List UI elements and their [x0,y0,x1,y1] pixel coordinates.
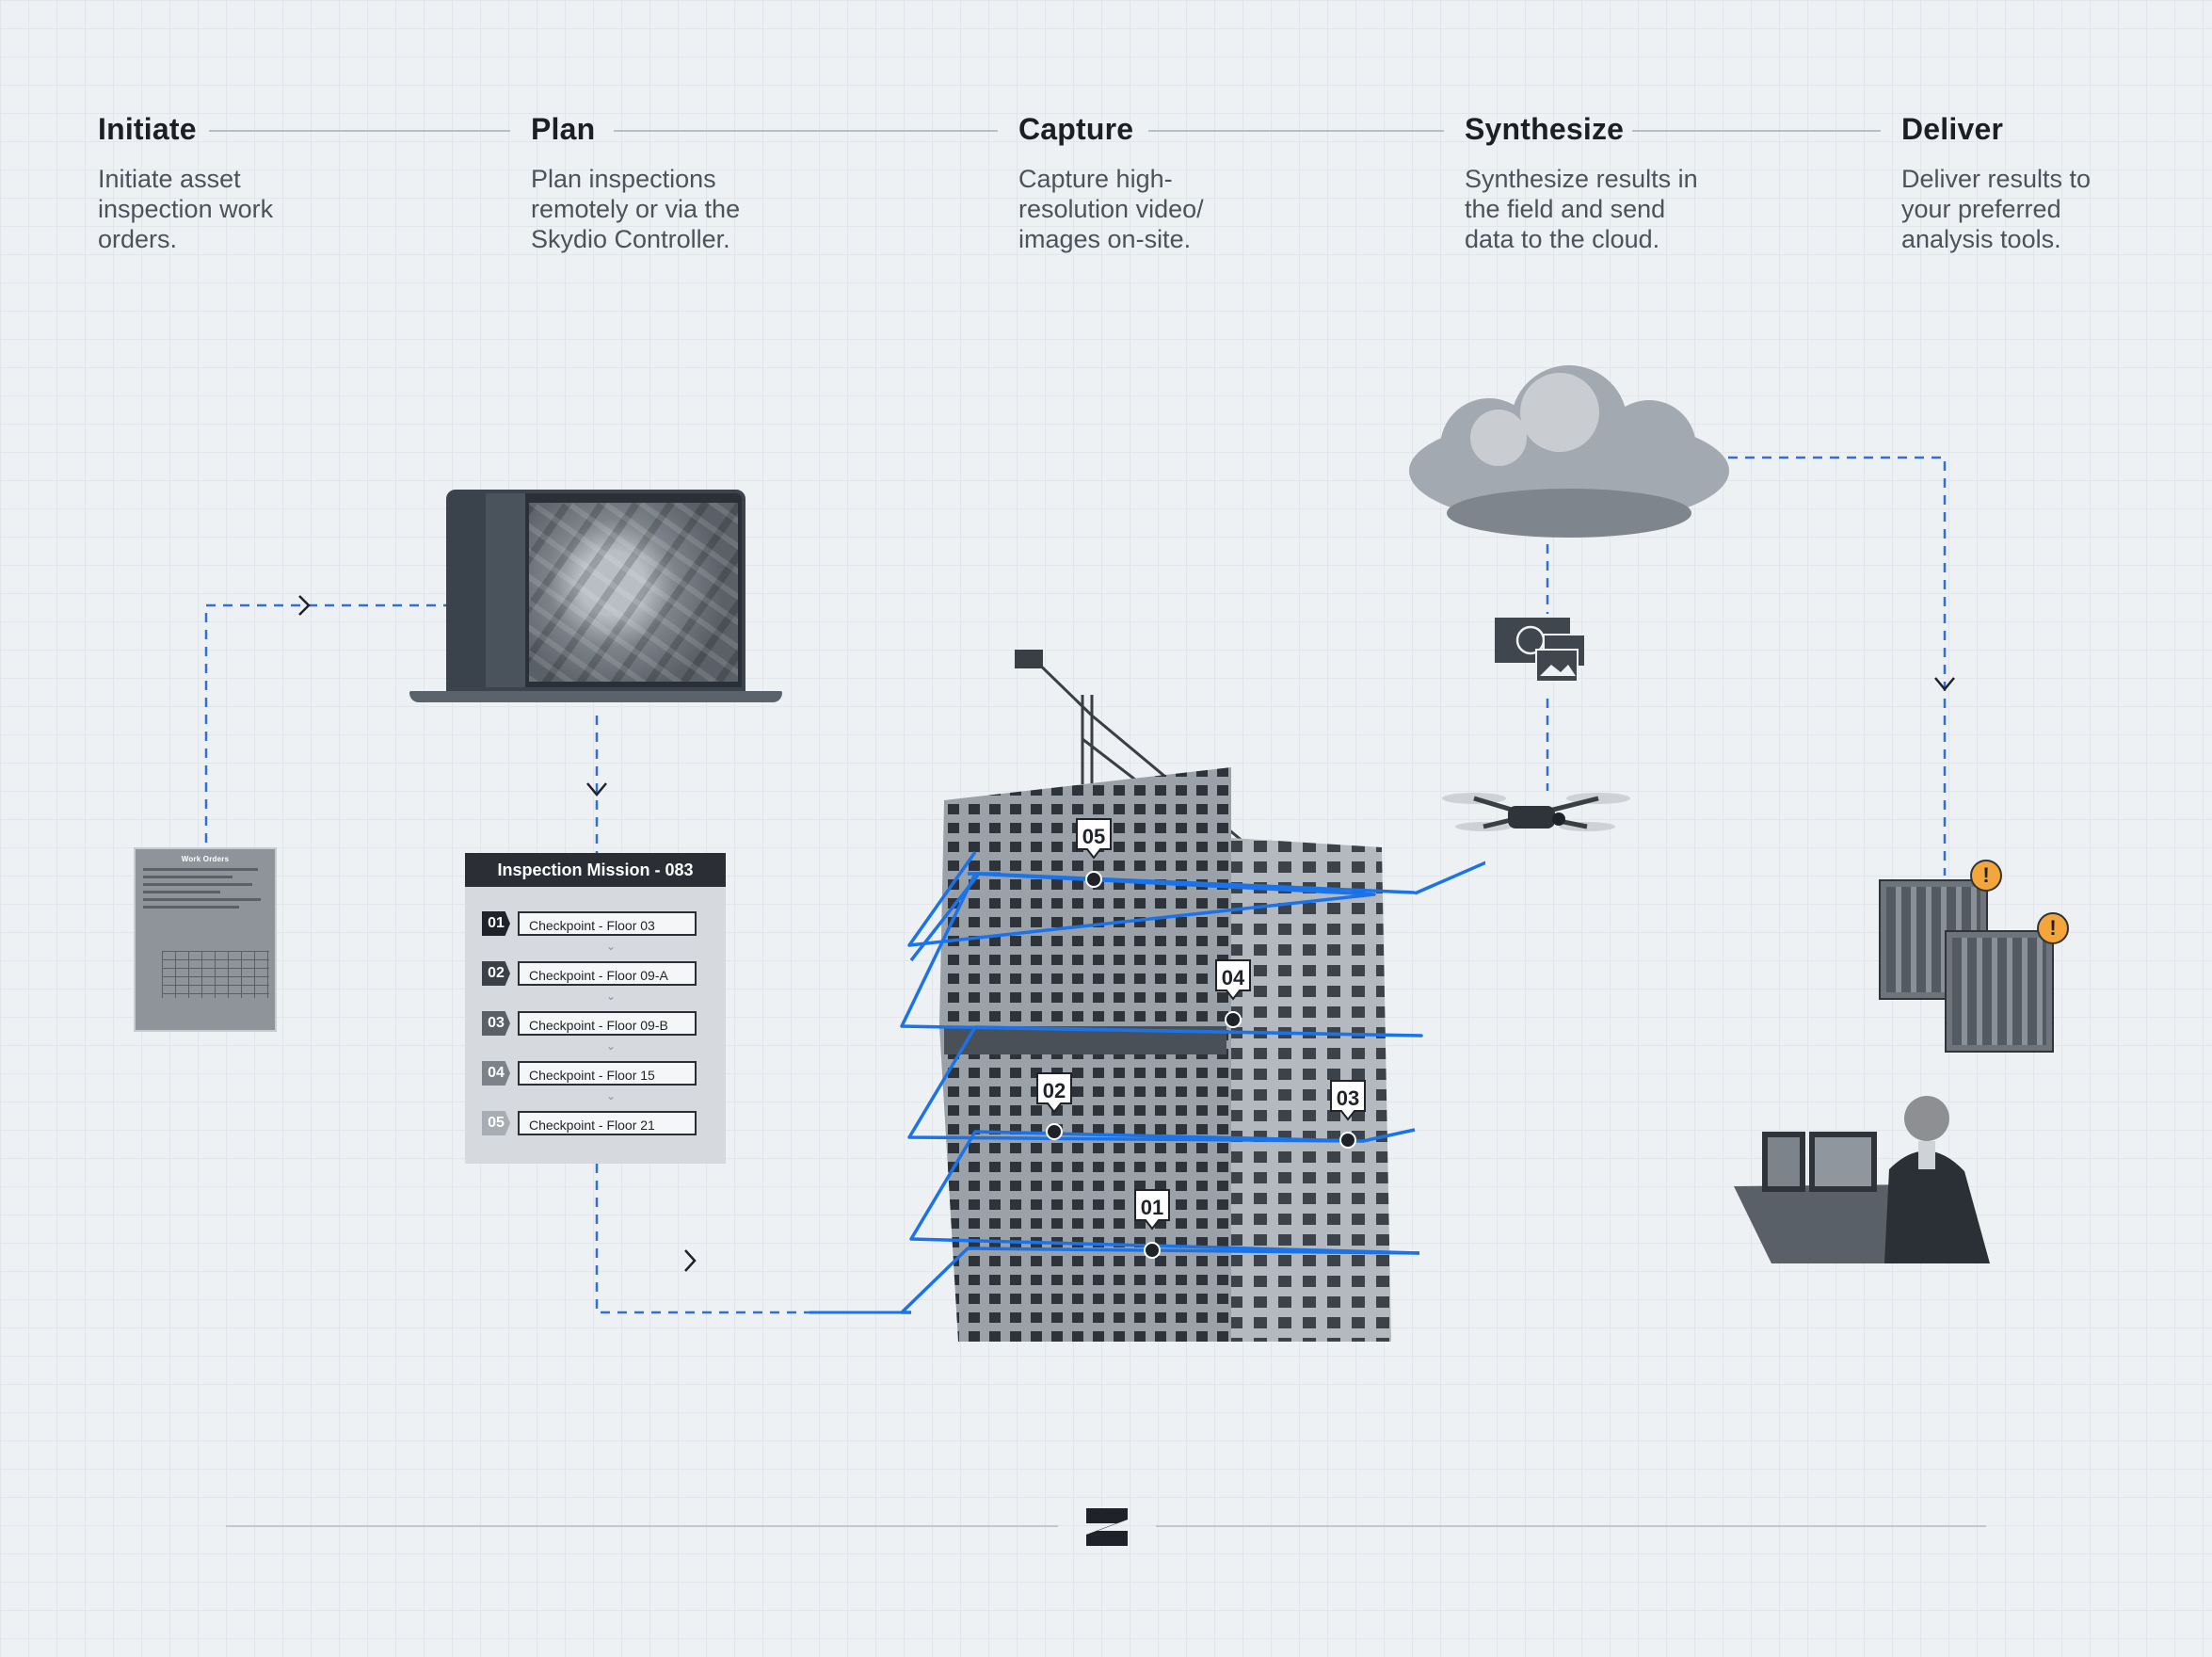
footer-divider [226,1525,1058,1527]
step-title: Plan [531,112,596,146]
step-title: Deliver [1901,112,2004,146]
checkpoint-row: 05 Checkpoint - Floor 21 [482,1109,697,1137]
footer-divider [1156,1525,1986,1527]
images-icon [1495,618,1586,683]
result-photo [1945,930,2054,1053]
pin-label: 03 [1337,1086,1359,1110]
laptop-icon [446,490,745,691]
checkpoint-label: Checkpoint - Floor 09-B [518,1011,697,1036]
pin-04: 04 [1215,959,1251,1028]
flight-path [900,850,1485,1314]
step-divider [1632,130,1881,132]
step-title: Capture [1018,112,1134,146]
checkpoint-row: 02 Checkpoint - Floor 09-A [482,959,697,988]
checkpoint-number: 03 [482,1011,510,1036]
work-order-icon: Work Orders [134,847,277,1032]
cloud-icon [1409,365,1729,538]
pin-01: 01 [1134,1189,1170,1259]
step-divider [1148,130,1444,132]
step-title: Synthesize [1465,112,1625,146]
checkpoint-label: Checkpoint - Floor 03 [518,911,697,936]
laptop-base [409,691,782,702]
step-title: Initiate [98,112,197,146]
analyst-image [1734,1096,1990,1263]
step-description: Plan inspections remotely or via the Sky… [531,165,741,253]
inspection-mission-panel: Inspection Mission - 083 01 Checkpoint -… [465,853,726,1164]
alert-icon: ! [2037,912,2069,944]
pin-05: 05 [1076,818,1112,888]
step-synthesize: Synthesize Synthesize results in the fie… [1465,111,1719,254]
pin-label: 01 [1141,1196,1163,1219]
alert-icon: ! [1970,860,2002,892]
satellite-map-image [529,503,738,682]
checkpoint-number: 01 [482,911,510,936]
checkpoint-label: Checkpoint - Floor 15 [518,1061,697,1086]
step-divider [209,130,510,132]
pin-label: 04 [1222,966,1245,989]
drone-icon [1442,793,1630,831]
work-order-title: Work Orders [181,855,230,863]
checkpoint-number: 02 [482,961,510,986]
checkpoint-label: Checkpoint - Floor 09-A [518,961,697,986]
pin-02: 02 [1036,1072,1072,1140]
chevron-down-icon: ⌄ [606,1089,617,1102]
chevron-down-icon: ⌄ [606,1039,617,1053]
checkpoint-row: 03 Checkpoint - Floor 09-B [482,1009,697,1038]
step-description: Initiate asset inspection work orders. [98,165,274,253]
checkpoint-label: Checkpoint - Floor 21 [518,1111,697,1135]
checkpoint-row: 04 Checkpoint - Floor 15 [482,1059,697,1087]
step-plan: Plan Plan inspections remotely or via th… [531,111,766,254]
pin-03: 03 [1330,1080,1366,1149]
step-description: Deliver results to your preferred analys… [1901,165,2092,253]
checkpoint-number: 04 [482,1061,510,1086]
checkpoint-number: 05 [482,1111,510,1135]
brand-logo-icon [1086,1508,1128,1546]
chevron-down-icon: ⌄ [606,989,617,1003]
checkpoint-row: 01 Checkpoint - Floor 03 [482,909,697,938]
step-divider [614,130,998,132]
step-initiate: Initiate Initiate asset inspection work … [98,111,305,254]
mission-title: Inspection Mission - 083 [465,853,726,887]
step-description: Capture high-resolution video/ images on… [1018,165,1204,253]
step-capture: Capture Capture high-resolution video/ i… [1018,111,1235,254]
pin-label: 05 [1082,825,1105,848]
step-deliver: Deliver Deliver results to your preferre… [1901,111,2127,254]
chevron-down-icon: ⌄ [606,940,617,953]
pin-label: 02 [1043,1079,1066,1102]
step-description: Synthesize results in the field and send… [1465,165,1698,253]
